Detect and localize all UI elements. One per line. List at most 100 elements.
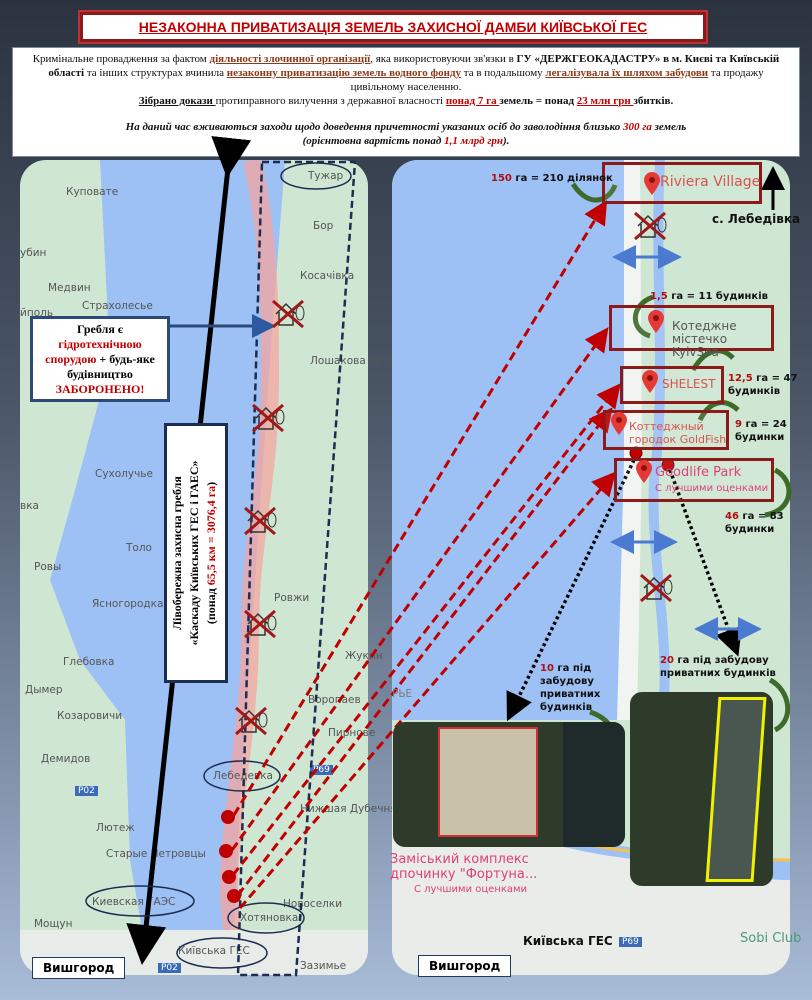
map-pin-icon[interactable]: [641, 370, 659, 399]
map-place-label: Ровы: [34, 561, 62, 573]
place-sobi-club[interactable]: Sobi Club: [740, 931, 802, 946]
text: ): [204, 481, 218, 486]
crossed-house-icon: [242, 505, 278, 542]
text: збитків.: [633, 95, 674, 107]
crossed-house-icon: [233, 705, 269, 742]
text: 20: [660, 655, 674, 666]
crossed-house-icon: [638, 572, 674, 609]
text: га = 83 будинки: [725, 511, 784, 535]
map-place-label: Лошакова Гута: [310, 355, 395, 367]
map-place-label: Медвин: [48, 282, 91, 294]
text: незаконну приватизацію земель водного фо…: [226, 67, 462, 79]
text: , яка використовуючи зв'язки в: [370, 53, 517, 65]
city-label-vyshhorod-right: Вишгород: [418, 955, 512, 977]
map-place-label: Зазимье: [300, 960, 347, 972]
village-lebedivka-label: с. Лебедівка: [712, 212, 801, 226]
satellite-image-20ha: [630, 692, 773, 886]
map-place-label: Пирнове: [328, 727, 376, 739]
text: 9: [735, 419, 742, 430]
road-sign: P69: [619, 937, 642, 947]
satellite-image-10ha: [393, 722, 625, 847]
city-label-vyshhorod: Вишгород: [32, 957, 126, 979]
map-place-label: Лютеж: [96, 822, 135, 834]
text: 1,1 млрд грн: [444, 135, 504, 147]
text: га = 11 будинків: [667, 291, 768, 302]
map-place-label: Косачівка: [300, 270, 355, 282]
map-place-label: Мощун: [34, 918, 73, 930]
text: «Каскаду Київських ГЕС і ГАЕС»: [187, 460, 201, 646]
text: легалізувала їх шляхом забудови: [545, 67, 709, 79]
text: Лівобережна захисна гребля: [170, 476, 184, 630]
text: На даний час вживаються заходи щодо дове…: [125, 121, 624, 133]
text: га = 210 ділянок: [511, 173, 613, 184]
map-label: РЬЕ: [392, 688, 413, 700]
road-sign: P02: [158, 963, 181, 973]
text: гідротехнічною: [58, 337, 142, 351]
place-box-shelest[interactable]: [620, 366, 724, 404]
map-place-label: Дымер: [25, 684, 63, 696]
text: протиправного вилучення з державної влас…: [215, 95, 446, 107]
text: земель: [651, 121, 687, 133]
map-place-label: Бор: [313, 220, 334, 232]
road-sign: P69: [310, 765, 333, 775]
text: 23 млн грн: [576, 95, 634, 107]
text: будівництво: [67, 367, 133, 381]
text: та продажу цивільному населенню.: [350, 67, 764, 93]
road-sign: P02: [75, 786, 98, 796]
map-pin-icon[interactable]: [610, 412, 628, 441]
text: Кримінальне провадження за фактом: [32, 53, 210, 65]
map-place-label: убин: [20, 247, 47, 259]
text: ).: [503, 135, 510, 147]
text: (понад: [204, 585, 218, 625]
text: земель = понад: [499, 95, 577, 107]
crossed-house-icon: [250, 402, 286, 439]
text: га = 24 будинки: [735, 419, 787, 443]
crossed-house-icon: [242, 608, 278, 645]
map-place-label: Демидов: [41, 753, 91, 765]
map-place-label: Глебовка: [63, 656, 115, 668]
map-place-label: Куповате: [66, 186, 119, 198]
map-place-label: Козаровичи: [57, 710, 123, 722]
text: 150: [491, 173, 512, 184]
place-shelest[interactable]: SHELEST: [662, 377, 716, 391]
crossed-house-icon: [270, 298, 306, 335]
text: га під забудову приватних будинків: [660, 655, 776, 679]
text: ГУ «ДЕРЖГЕОКАДАСТРУ» в м. Києві та Київс…: [48, 53, 780, 79]
text: ЗАБОРОНЕНО!: [55, 382, 145, 396]
dam-label: Лівобережна захисна гребля «Каскаду Київ…: [164, 423, 228, 683]
place-goodlife-park[interactable]: Goodlife Park: [655, 465, 742, 480]
text: та в подальшому: [461, 67, 546, 79]
place-rating: С лучшими оценками: [655, 483, 769, 494]
map-place-label: вка: [20, 500, 39, 512]
map-place-label: Ровжи: [274, 592, 310, 604]
place-goldfish[interactable]: Коттеджный городок GoldFish: [629, 420, 727, 446]
text: га під забудову приватних будинків: [540, 663, 601, 713]
place-fortuna[interactable]: дпочинку "Фортуна...: [390, 867, 538, 882]
place-kyivsea[interactable]: Котеджне містечко KyivSea: [672, 319, 737, 359]
place-box-kyivsea[interactable]: [609, 305, 774, 351]
place-fortuna[interactable]: Заміський комплекс: [390, 852, 529, 867]
map-pin-icon[interactable]: [643, 172, 661, 201]
map-pin-icon[interactable]: [635, 460, 653, 489]
place-box-riviera[interactable]: [602, 162, 762, 204]
text: 46: [725, 511, 739, 522]
text: 12,5: [728, 373, 753, 384]
crossed-house-icon: [632, 210, 668, 247]
text: 300 га: [623, 121, 652, 133]
text: 10: [540, 663, 554, 674]
text: 1,5: [650, 291, 668, 302]
map-pin-icon[interactable]: [647, 310, 665, 339]
text: та інших структурах вчинила: [84, 67, 227, 79]
text: спорудою: [45, 352, 97, 366]
map-place-label: Тужар: [308, 170, 344, 182]
place-rating: С лучшими оценками: [414, 884, 528, 895]
dam-warning-note: Гребля є гідротехнічною спорудою + будь-…: [30, 316, 170, 402]
text: Зібрано докази: [138, 95, 216, 107]
place-riviera-village[interactable]: Riviera Village: [660, 174, 761, 190]
info-box: Кримінальне провадження за фактом діяльн…: [12, 47, 800, 157]
map-place-label: Новоселки: [283, 898, 343, 910]
text: Гребля є: [77, 322, 123, 336]
text: (орієнтовна вартість понад: [302, 135, 445, 147]
text: га = 47 будинків: [728, 373, 798, 397]
page-title: НЕЗАКОННА ПРИВАТИЗАЦІЯ ЗЕМЕЛЬ ЗАХИСНОЇ Д…: [80, 12, 706, 42]
